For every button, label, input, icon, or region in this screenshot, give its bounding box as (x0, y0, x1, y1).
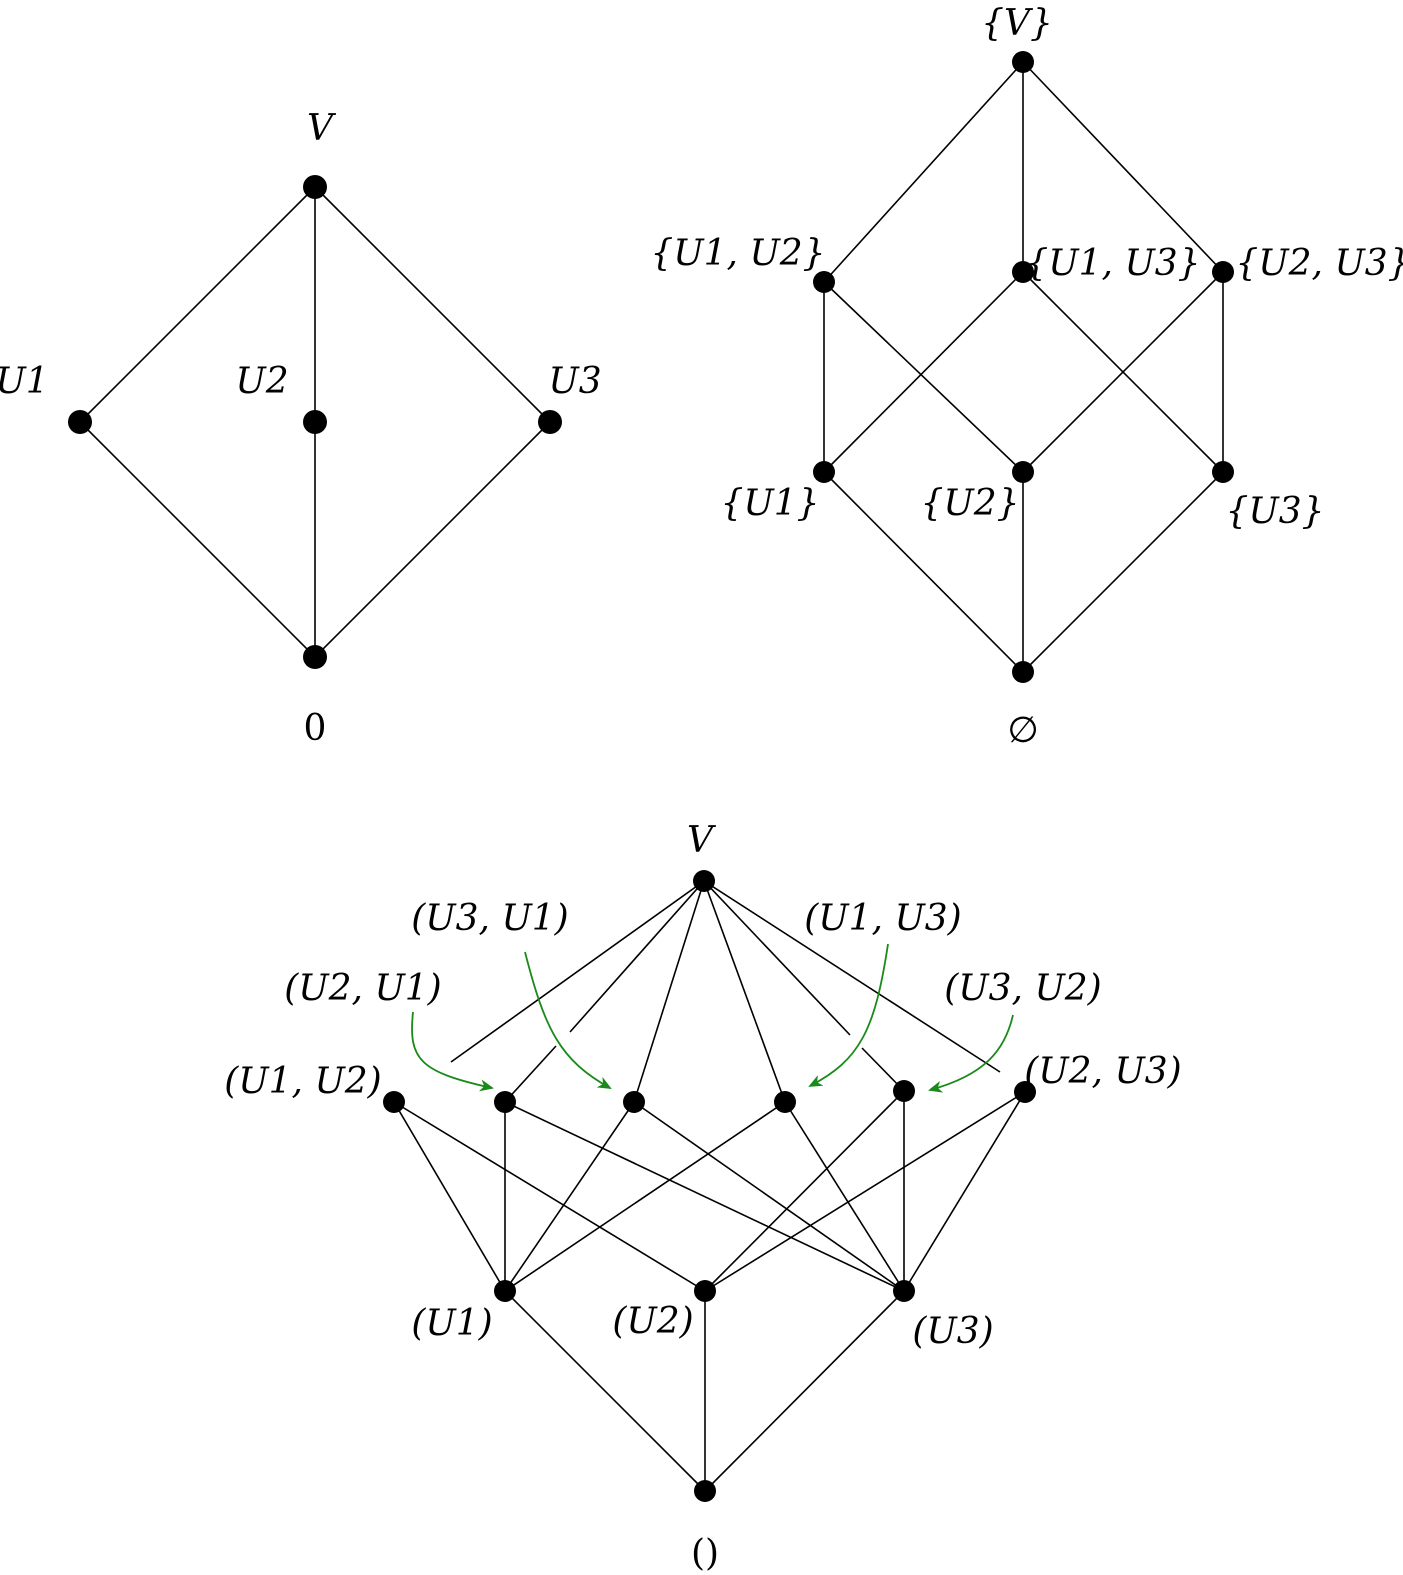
label-u2: {U2} (920, 483, 1019, 524)
edge-p13-u3 (784, 1101, 905, 1292)
node-u1 (813, 461, 835, 483)
node-v (693, 870, 715, 892)
edge-v-p13 (703, 880, 786, 1103)
label-p21: (U2, U1) (284, 968, 441, 1009)
arrow-p32 (928, 1014, 1014, 1093)
label-u3: {U3} (1225, 491, 1324, 532)
lattice-2: {V} {U1, U2} {U1, U3} {U2, U3} {U1} {U2}… (650, 3, 1403, 751)
node-p31 (623, 1091, 645, 1113)
node-p21 (494, 1091, 516, 1113)
edge-v-p31 (633, 880, 705, 1103)
label-u3: U3 (548, 361, 601, 402)
label-bottom: () (691, 1533, 719, 1574)
label-p13: (U1, U3) (804, 898, 961, 939)
node-u2 (1012, 461, 1034, 483)
edge-p12-u2 (393, 1101, 706, 1292)
lattice-3: V (U3, U1) (U1, U3) (U2, U1) (U3, U2) (U… (224, 820, 1181, 1574)
label-u1: U1 (0, 361, 49, 402)
label-u1: (U1) (411, 1303, 492, 1344)
node-bottom (694, 1480, 716, 1502)
arrow-p31 (524, 951, 612, 1089)
arrow-p21 (411, 1011, 494, 1092)
label-v: {V} (981, 3, 1053, 44)
label-u1: {U1} (720, 483, 819, 524)
edge-p32-u2 (704, 1090, 905, 1292)
node-p12 (383, 1091, 405, 1113)
label-u3: (U3) (912, 1311, 993, 1352)
edge-v-u12 (823, 61, 1024, 283)
label-u2: (U2) (612, 1301, 693, 1342)
lattice-1: V U1 U2 U3 0 (0, 108, 602, 749)
edge-u12-u2 (823, 281, 1024, 473)
node-v (303, 175, 327, 199)
node-u2 (694, 1280, 716, 1302)
edge-p23-u2 (704, 1091, 1026, 1292)
edge-v-u3 (314, 186, 551, 423)
label-p32: (U3, U2) (944, 968, 1101, 1009)
node-p13 (774, 1091, 796, 1113)
node-p23 (1014, 1081, 1036, 1103)
edge-v-u23 (1022, 61, 1224, 273)
label-p31: (U3, U1) (411, 898, 568, 939)
edge-u23-u2 (1022, 271, 1224, 473)
label-v: V (687, 820, 717, 861)
edge-p23-u3 (903, 1091, 1026, 1292)
label-0: 0 (304, 708, 327, 749)
node-u3 (538, 410, 562, 434)
node-u12 (813, 271, 835, 293)
edge-u1-empty (823, 471, 1024, 673)
node-u13 (1012, 261, 1034, 283)
edge-v-u1 (79, 186, 316, 423)
label-u13: {U1, U3} (1025, 243, 1200, 284)
label-u23: {U2, U3} (1235, 243, 1403, 284)
node-u1 (68, 410, 92, 434)
node-u1 (494, 1280, 516, 1302)
label-v: V (307, 108, 337, 149)
node-u23 (1212, 261, 1234, 283)
node-u3 (1212, 461, 1234, 483)
node-u2 (303, 410, 327, 434)
label-p23: (U2, U3) (1024, 1051, 1181, 1092)
label-u12: {U1, U2} (650, 233, 825, 274)
edge-v-p32 (703, 880, 851, 1036)
edge-p31-u1 (504, 1101, 635, 1292)
edge-u1-bottom (504, 1290, 706, 1492)
edge-u3-empty (1022, 471, 1224, 673)
edge-p13-u1 (504, 1101, 786, 1292)
edge-v-p23 (703, 880, 1001, 1073)
label-u2: U2 (235, 361, 288, 402)
edge-u3-0 (314, 421, 551, 658)
node-p32 (893, 1080, 915, 1102)
edge-u3-bottom (704, 1290, 905, 1492)
edge-u13-u1 (823, 271, 1024, 473)
node-0 (303, 645, 327, 669)
edge-p31-u3 (633, 1101, 905, 1292)
node-v (1012, 51, 1034, 73)
arrow-p13 (808, 943, 889, 1087)
edge-v-p21-lower (504, 1045, 557, 1103)
edge-v-p21 (569, 880, 705, 1033)
edge-u1-0 (79, 421, 316, 658)
label-p12: (U1, U2) (224, 1061, 381, 1102)
edge-p12-u1 (393, 1101, 506, 1292)
node-u3 (893, 1280, 915, 1302)
edge-p21-u3 (504, 1101, 905, 1292)
node-empty (1012, 661, 1034, 683)
edge-v-p12 (450, 880, 705, 1063)
label-empty: ∅ (1007, 710, 1038, 751)
